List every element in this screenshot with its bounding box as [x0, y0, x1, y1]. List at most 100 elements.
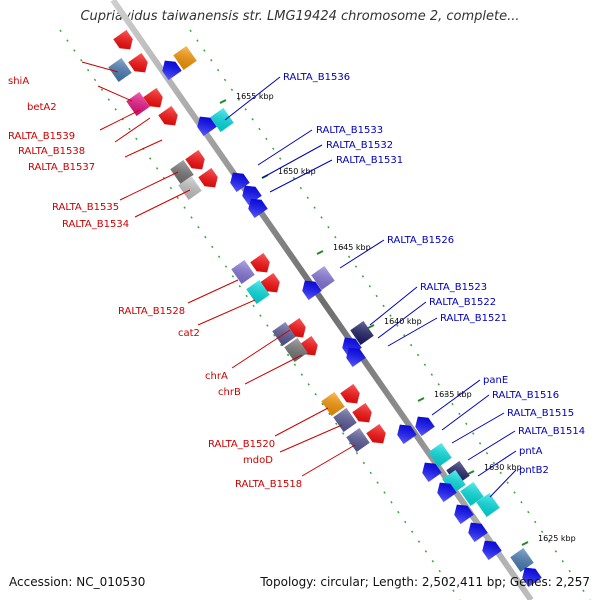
right-leader-line: [257, 129, 313, 166]
gene-box: [126, 92, 150, 116]
gene-label-right: RALTA_B1526: [387, 235, 454, 246]
left-leader-line: [114, 117, 151, 143]
left-leader-line: [231, 329, 291, 369]
kbp-tick-mark: [417, 397, 425, 402]
gene-box: [311, 266, 335, 290]
gene-box: [428, 443, 452, 467]
gene-label-right: panE: [483, 375, 508, 386]
gene-arrow-reverse: [397, 424, 417, 444]
kbp-tick-mark: [467, 470, 475, 475]
gene-box: [442, 470, 466, 494]
gene-label-left: RALTA_B1520: [208, 439, 275, 450]
left-leader-line: [301, 444, 356, 477]
left-leader-line: [124, 139, 163, 158]
right-leader-line: [477, 450, 517, 477]
left-leader-line: [99, 109, 141, 131]
gene-box: [178, 176, 202, 200]
guide-line-inner: [189, 29, 591, 600]
gene-arrow-reverse: [242, 185, 262, 205]
right-leader-line: [369, 286, 418, 326]
gene-box: [333, 408, 357, 432]
right-leader-line: [269, 159, 333, 193]
kbp-tick-label: 1625 kbp: [538, 534, 576, 543]
left-leader-line: [197, 299, 256, 326]
gene-arrow-reverse: [437, 482, 457, 502]
left-leader-line: [97, 85, 133, 102]
left-leader-line: [244, 354, 303, 385]
right-leader-line: [261, 144, 323, 179]
gene-label-right: RALTA_B1531: [336, 155, 403, 166]
gene-label-left: RALTA_B1518: [235, 479, 302, 490]
gene-label-right: RALTA_B1533: [316, 125, 383, 136]
gene-box: [231, 260, 255, 284]
right-leader-line: [431, 379, 481, 416]
accession-text: Accession: NC_010530: [9, 575, 146, 589]
gene-box: [170, 160, 194, 184]
gene-features: [108, 30, 542, 587]
gene-box: [284, 338, 308, 362]
gene-arrow-forward: [143, 88, 163, 108]
right-leader-line: [451, 412, 505, 444]
gene-label-left: RALTA_B1528: [118, 306, 185, 317]
gene-label-right: RALTA_B1536: [283, 72, 350, 83]
kbp-tick-label: 1645 kbp: [333, 243, 371, 252]
gene-arrow-forward: [250, 253, 270, 273]
gene-arrow-forward: [260, 273, 280, 293]
gene-label-right: RALTA_B1514: [518, 426, 585, 437]
kbp-tick-mark: [219, 99, 227, 104]
label-callouts: shiAbetA2RALTA_B1539RALTA_B1538RALTA_B15…: [8, 61, 585, 498]
kbp-tick-mark: [521, 541, 529, 546]
kbp-tick-label: 1635 kbp: [434, 390, 472, 399]
gene-label-left: RALTA_B1537: [28, 162, 95, 173]
gene-arrow-forward: [198, 168, 218, 188]
left-leader-line: [187, 279, 239, 304]
left-leader-line: [81, 61, 119, 73]
gene-arrow-reverse: [454, 504, 474, 524]
gene-arrow-forward: [340, 384, 360, 404]
right-leader-line: [467, 430, 516, 461]
gene-arrow-reverse: [415, 416, 435, 436]
gene-label-right: RALTA_B1521: [440, 313, 507, 324]
gene-label-left: RALTA_B1539: [8, 131, 75, 142]
kbp-tick-label: 1630 kbp: [484, 463, 522, 472]
gene-arrow-forward: [185, 150, 205, 170]
left-leader-line: [134, 189, 191, 218]
gene-box: [210, 108, 234, 132]
gene-arrow-forward: [366, 424, 386, 444]
gene-arrow-forward: [128, 53, 148, 73]
right-leader-line: [224, 76, 281, 121]
gene-arrow-reverse: [346, 347, 366, 367]
gene-label-left: RALTA_B1535: [52, 202, 119, 213]
gene-label-left: mdoD: [243, 455, 273, 466]
gene-arrow-forward: [158, 106, 178, 126]
map-title: Cupriavidus taiwanensis str. LMG19424 ch…: [80, 9, 520, 24]
gene-label-left: betA2: [27, 102, 57, 113]
gene-label-left: shiA: [8, 76, 29, 87]
gene-label-left: RALTA_B1538: [18, 146, 85, 157]
gene-arrow-reverse: [197, 116, 217, 136]
gene-arrow-reverse: [468, 522, 488, 542]
kbp-tick-mark: [316, 250, 324, 255]
gene-label-right: RALTA_B1515: [507, 408, 574, 419]
gene-label-right: RALTA_B1532: [326, 140, 393, 151]
backbone: [110, 0, 534, 600]
gene-arrow-forward: [352, 403, 372, 423]
topology-summary: Topology: circular; Length: 2,502,411 bp…: [260, 575, 590, 589]
gene-label-left: chrB: [218, 387, 241, 398]
gene-box: [460, 482, 484, 506]
gene-arrow-reverse: [302, 280, 322, 300]
gene-box: [510, 548, 534, 572]
gene-label-left: chrA: [205, 371, 228, 382]
left-leader-line: [279, 424, 343, 453]
gene-label-left: RALTA_B1534: [62, 219, 129, 230]
gene-label-right: pntB2: [519, 465, 549, 476]
gene-label-right: RALTA_B1522: [429, 297, 496, 308]
gene-box: [246, 280, 270, 304]
left-leader-line: [119, 171, 179, 201]
gene-box: [321, 392, 345, 416]
gene-arrow-reverse: [522, 567, 542, 587]
kbp-tick-mark: [367, 324, 375, 329]
gene-box: [350, 321, 374, 345]
gene-arrow-reverse: [482, 540, 502, 560]
